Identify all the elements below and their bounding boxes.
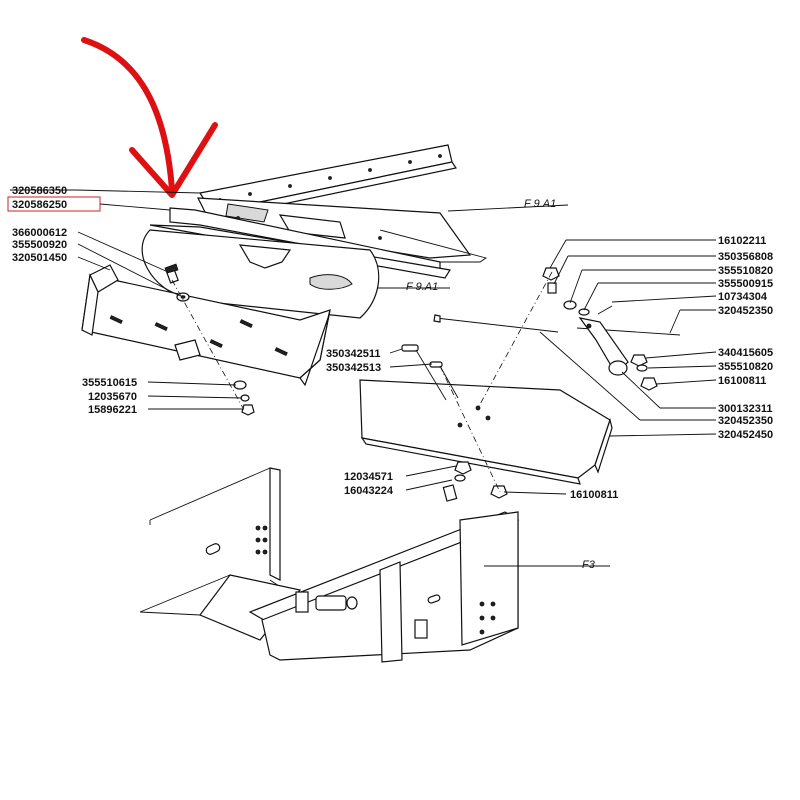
label-366000612: 366000612 (12, 227, 67, 239)
right-lever-300132311 (578, 317, 629, 376)
part-number-labels: 320586350 320586250 366000612 355500920 … (7, 185, 773, 501)
label-10734304: 10734304 (718, 291, 768, 303)
label-320586250[interactable]: 320586250 (12, 199, 67, 211)
base-frame (139, 467, 520, 663)
curved-cover-plate (141, 229, 380, 319)
label-355510820-a: 355510820 (718, 265, 773, 277)
label-340415605: 340415605 (718, 347, 773, 359)
right-rod-320452350 (433, 314, 681, 336)
label-350356808: 350356808 (718, 251, 773, 263)
label-320586350: 320586350 (12, 185, 67, 197)
label-12034571: 12034571 (344, 471, 393, 483)
label-350342511: 350342511 (326, 348, 380, 360)
label-350342513: 350342513 (326, 362, 381, 374)
leader-lines (10, 189, 717, 567)
figure-references: F 9.A1 F 9.A1 F3 (406, 198, 596, 571)
label-320452350-b: 320452350 (718, 415, 773, 427)
label-16100811-right: 16100811 (718, 375, 766, 387)
label-16102211: 16102211 (718, 235, 766, 247)
label-320501450: 320501450 (12, 252, 67, 264)
label-15896221: 15896221 (88, 404, 137, 416)
left-tray-320501450 (81, 264, 331, 387)
label-16043224: 16043224 (344, 485, 394, 497)
label-320452450: 320452450 (718, 429, 773, 441)
left-bolt-366000612 (164, 263, 179, 284)
label-12035670: 12035670 (88, 391, 137, 403)
red-arrow-icon (81, 37, 218, 198)
left-lower-fasteners (233, 380, 255, 416)
figure-ref-f3[interactable]: F3 (582, 559, 596, 571)
blade-bar-320586350 (196, 197, 488, 263)
label-16100811-bottom: 16100811 (570, 489, 618, 501)
right-small-fasteners (542, 267, 658, 391)
center-bolts-350342511 (401, 344, 459, 401)
label-355500915: 355500915 (718, 278, 773, 290)
figure-ref-f9a1-top[interactable]: F 9.A1 (524, 198, 556, 210)
figure-ref-f9a1-mid[interactable]: F 9.A1 (406, 281, 438, 293)
center-plate (359, 379, 613, 485)
label-355500920: 355500920 (12, 239, 67, 251)
label-300132311: 300132311 (718, 403, 772, 415)
label-355510820-b: 355510820 (718, 361, 773, 373)
label-320452350-a: 320452350 (718, 305, 773, 317)
highlight-box (7, 196, 101, 212)
label-355510615: 355510615 (82, 377, 137, 389)
center-lower-fasteners (442, 461, 508, 502)
